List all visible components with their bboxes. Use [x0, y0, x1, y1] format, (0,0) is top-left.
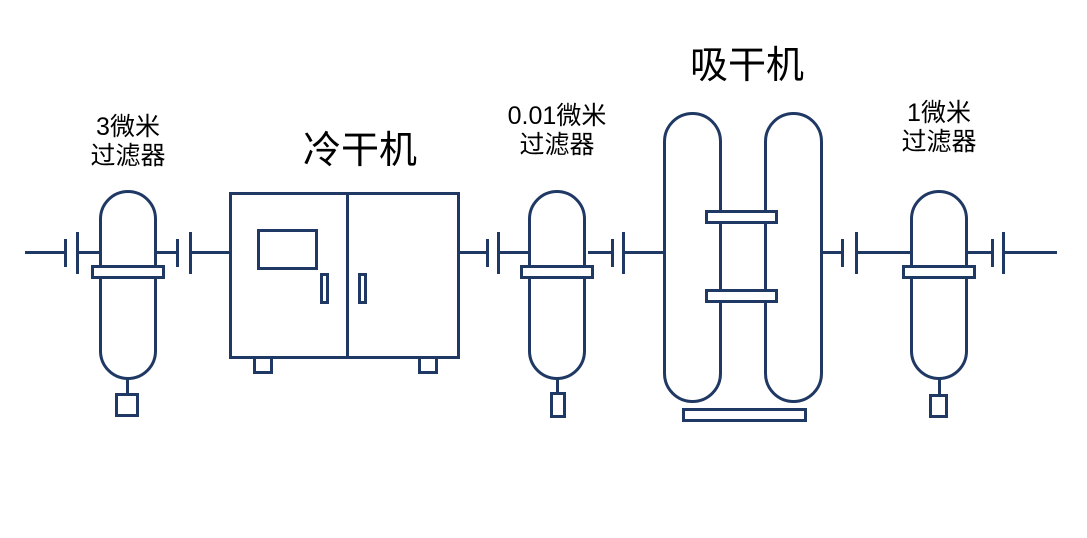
filter-0-01-micron-band: [520, 265, 594, 279]
door-handle-left: [320, 273, 329, 304]
cabinet-foot-right: [418, 356, 438, 374]
tower-crossbar-upper: [705, 210, 778, 224]
union-fitting-tall-bar: [855, 232, 858, 274]
union-fitting-short-bar: [991, 239, 994, 267]
door-handle-right: [358, 273, 367, 304]
cabinet-door-divider: [346, 194, 349, 357]
filter-0-01-micron-label-line2: 过滤器: [519, 131, 595, 159]
pipe-segment: [460, 251, 487, 254]
adsorption-dryer-tower-left: [663, 112, 722, 403]
union-fitting-short-bar: [64, 239, 67, 267]
filter-1-micron-label: 1微米 过滤器: [849, 99, 1029, 157]
filter-3-micron-label-line1: 3微米: [96, 113, 160, 141]
filter-1-micron-label-line2: 过滤器: [901, 128, 977, 156]
cabinet-foot-left: [253, 356, 273, 374]
pipe-segment: [624, 251, 665, 254]
filter-1-micron-drain-valve: [929, 394, 948, 418]
pipe-segment: [822, 251, 843, 254]
filter-0-01-micron-drain-stem: [556, 377, 559, 394]
control-panel: [257, 229, 318, 270]
pipe-segment: [191, 251, 231, 254]
filter-1-micron-drain-stem: [938, 377, 941, 395]
filter-3-micron-body: [99, 190, 157, 380]
pipe-segment: [1004, 251, 1057, 254]
pipe-segment: [858, 251, 911, 254]
adsorption-dryer-title: 吸干机: [689, 45, 804, 87]
filter-3-micron-band: [91, 265, 165, 279]
union-fitting-tall-bar: [1002, 232, 1005, 274]
union-fitting-short-bar: [841, 239, 844, 267]
refrigerated-dryer-title: 冷干机: [302, 130, 417, 172]
pipe-segment: [25, 251, 65, 254]
refrigerated-dryer-cabinet: [229, 192, 460, 359]
filter-1-micron-body: [910, 190, 968, 380]
filter-3-micron-label-line2: 过滤器: [90, 142, 166, 170]
union-fitting-short-bar: [176, 239, 179, 267]
filter-1-micron-label-line1: 1微米: [907, 99, 971, 127]
tower-crossbar-lower: [705, 289, 778, 303]
filter-0-01-micron-label: 0.01微米 过滤器: [467, 102, 647, 160]
union-fitting-tall-bar: [189, 232, 192, 274]
union-fitting-short-bar: [611, 239, 614, 267]
filter-0-01-micron-label-line1: 0.01微米: [507, 102, 607, 130]
union-fitting-tall-bar: [497, 232, 500, 274]
filter-3-micron-drain-valve: [115, 393, 139, 417]
pipe-segment: [967, 251, 992, 254]
pipe-segment: [78, 251, 102, 254]
filter-3-micron-label: 3微米 过滤器: [38, 113, 218, 171]
filter-3-micron-drain-stem: [126, 377, 129, 394]
filter-1-micron-band: [902, 265, 976, 279]
filter-0-01-micron-body: [528, 190, 586, 380]
pipe-segment: [499, 251, 530, 254]
filter-0-01-micron-drain-valve: [550, 392, 566, 418]
pipe-segment: [156, 251, 177, 254]
union-fitting-short-bar: [486, 239, 489, 267]
union-fitting-tall-bar: [76, 232, 79, 274]
adsorption-dryer-base-plate: [682, 408, 807, 422]
pipe-segment: [588, 251, 612, 254]
adsorption-dryer-tower-right: [764, 112, 823, 403]
union-fitting-tall-bar: [622, 232, 625, 274]
